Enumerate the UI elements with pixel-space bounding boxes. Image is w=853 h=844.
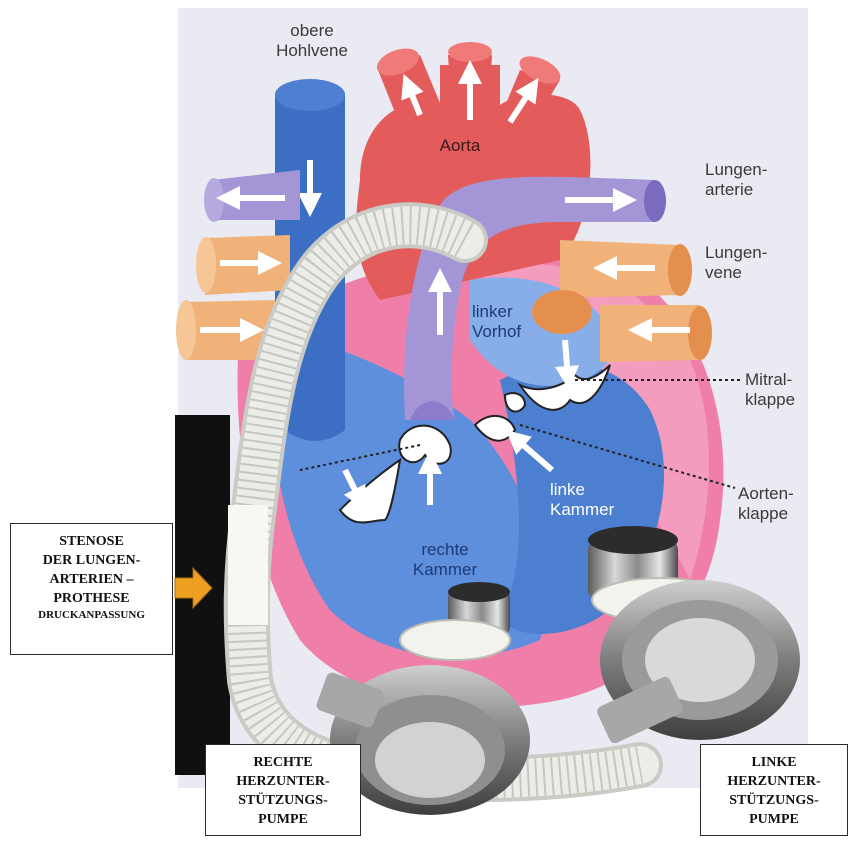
label-linke-kammer: linke Kammer [550, 480, 640, 520]
vessel-end [668, 244, 692, 296]
vessel-end [688, 306, 712, 360]
callout-rechte-pumpe: RECHTE HERZUNTER- STÜTZUNGS- PUMPE [205, 744, 361, 836]
callout-line: LINKE [701, 753, 847, 772]
callout-line: STÜTZUNGS- [701, 791, 847, 810]
label-obere-hohlvene: obere Hohlvene [252, 21, 372, 61]
stenosis-band [228, 505, 268, 625]
callout-line: STÜTZUNGS- [206, 791, 360, 810]
label-line: obere [252, 21, 372, 41]
label-line: Aorten- [738, 484, 828, 504]
label-line: Kammer [400, 560, 490, 580]
callout-line: PUMPE [206, 810, 360, 829]
label-aorta: Aorta [420, 136, 500, 156]
callout-line: ARTERIEN – [11, 570, 172, 589]
label-mitralklappe: Mitral- klappe [745, 370, 825, 410]
label-line: Mitral- [745, 370, 825, 390]
label-line: vene [705, 263, 785, 283]
callout-line: HERZUNTER- [206, 772, 360, 791]
lung-vein-right-lower [600, 305, 700, 362]
vessel-end [204, 178, 224, 222]
label-line: Hohlvene [252, 41, 372, 61]
callout-line: PUMPE [701, 810, 847, 829]
callout-line: PROTHESE [11, 589, 172, 608]
label-line: linke [550, 480, 640, 500]
label-line: rechte [400, 540, 490, 560]
label-line: Lungen- [705, 243, 785, 263]
callout-line: RECHTE [206, 753, 360, 772]
vessel-end [644, 180, 666, 222]
label-line: klappe [745, 390, 825, 410]
label-rechte-kammer: rechte Kammer [400, 540, 490, 580]
label-line: Kammer [550, 500, 640, 520]
callout-line: DRUCKANPASSUNG [11, 608, 172, 623]
vessel-end [176, 300, 196, 360]
label-line: Lungen- [705, 160, 785, 180]
label-lungenvene: Lungen- vene [705, 243, 785, 283]
callout-linke-pumpe: LINKE HERZUNTER- STÜTZUNGS- PUMPE [700, 744, 848, 836]
arrow-down-la [565, 340, 568, 378]
callout-stenose: STENOSE DER LUNGEN- ARTERIEN – PROTHESE … [10, 523, 173, 655]
callout-line: STENOSE [11, 532, 172, 551]
label-lungenarterie: Lungen- arterie [705, 160, 785, 200]
callout-line: HERZUNTER- [701, 772, 847, 791]
label-line: linker [472, 302, 552, 322]
label-line: klappe [738, 504, 828, 524]
callout-line: DER LUNGEN- [11, 551, 172, 570]
label-line: arterie [705, 180, 785, 200]
label-linker-vorhof: linker Vorhof [472, 302, 552, 342]
label-aortenklappe: Aorten- klappe [738, 484, 828, 524]
vessel-end [196, 237, 216, 293]
label-line: Vorhof [472, 322, 552, 342]
aortic-branch-opening [448, 42, 492, 62]
vena-cava-opening [275, 79, 345, 111]
